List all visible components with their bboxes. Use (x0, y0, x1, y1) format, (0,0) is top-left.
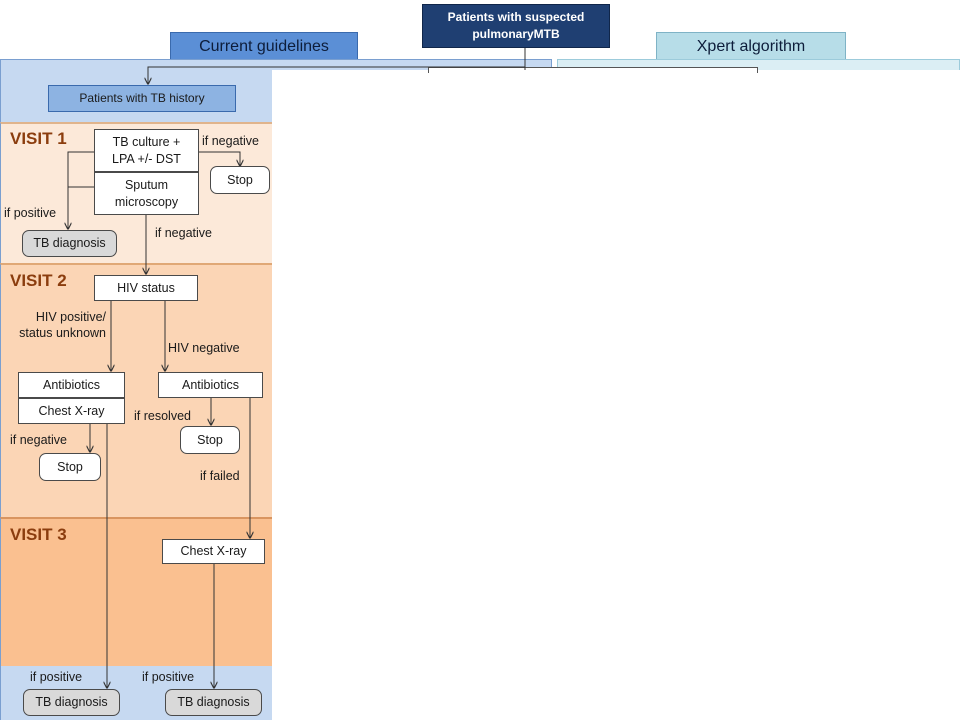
blank-region (272, 70, 960, 720)
if-failed-label: if failed (200, 469, 240, 483)
chest-xray-visit3-label: Chest X-ray (180, 544, 247, 559)
top-title-box: Patients with suspected pulmonaryMTB (422, 4, 610, 48)
antibiotics-left-box: Antibiotics (18, 372, 125, 398)
tb-diagnosis-label-visit1: TB diagnosis (33, 236, 106, 251)
if-resolved-label: if resolved (134, 409, 191, 423)
if-negative-top-label: if negative (202, 134, 259, 148)
stop-box-visit1: Stop (210, 166, 270, 194)
hiv-positive-label: HIV positive/ status unknown (14, 309, 106, 342)
tb-history-label: Patients with TB history (79, 91, 205, 106)
tb-diagnosis-label-bottom-left: TB diagnosis (35, 695, 108, 710)
antibiotics-right-label: Antibiotics (182, 377, 239, 392)
chest-xray-visit3-box: Chest X-ray (162, 539, 265, 564)
if-positive-label-visit1: if positive (4, 206, 57, 220)
visit2-label: VISIT 2 (10, 271, 67, 290)
hiv-status-box: HIV status (94, 275, 198, 301)
tab-xpert-algorithm[interactable]: Xpert algorithm (656, 32, 846, 62)
tb-diagnosis-box-visit1: TB diagnosis (22, 230, 117, 257)
top-title: Patients with suspected pulmonaryMTB (447, 10, 585, 41)
if-positive-bottom-right: if positive (142, 670, 195, 684)
antibiotics-left-label: Antibiotics (43, 377, 100, 392)
antibiotics-right-box: Antibiotics (158, 372, 263, 398)
visit1-label: VISIT 1 (10, 129, 67, 148)
stop-box-left: Stop (39, 453, 101, 481)
tb-culture-box: TB culture + LPA +/- DST (94, 129, 199, 172)
sputum-microscopy-label: Sputum microscopy (114, 177, 179, 209)
chest-xray-left-box: Chest X-ray (18, 398, 125, 424)
hiv-negative-label: HIV negative (168, 341, 240, 355)
tab-current-label: Current guidelines (199, 37, 329, 55)
tb-culture-label: TB culture + LPA +/- DST (112, 134, 181, 166)
tb-diagnosis-label-bottom-right: TB diagnosis (177, 695, 250, 710)
tab-current-guidelines[interactable]: Current guidelines (170, 32, 358, 61)
hiv-status-label: HIV status (117, 280, 175, 295)
hiv-positive-text: HIV positive/ status unknown (19, 310, 106, 341)
if-positive-bottom-left: if positive (30, 670, 83, 684)
if-negative-label-visit2: if negative (10, 433, 67, 447)
tb-diagnosis-box-bottom-left: TB diagnosis (23, 689, 120, 716)
chest-xray-left-label: Chest X-ray (38, 403, 105, 418)
sputum-microscopy-box: Sputum microscopy (94, 172, 199, 215)
tb-diagnosis-box-bottom-right: TB diagnosis (165, 689, 262, 716)
stop-label-right: Stop (197, 432, 223, 447)
tb-history-box: Patients with TB history (48, 85, 236, 112)
visit3-label: VISIT 3 (10, 525, 67, 544)
stop-label-visit1: Stop (227, 172, 253, 187)
stop-label-left: Stop (57, 459, 83, 474)
center-connector-box (428, 67, 758, 73)
stop-box-right: Stop (180, 426, 240, 454)
if-negative-down-label: if negative (155, 226, 212, 240)
tab-xpert-label: Xpert algorithm (696, 38, 806, 55)
